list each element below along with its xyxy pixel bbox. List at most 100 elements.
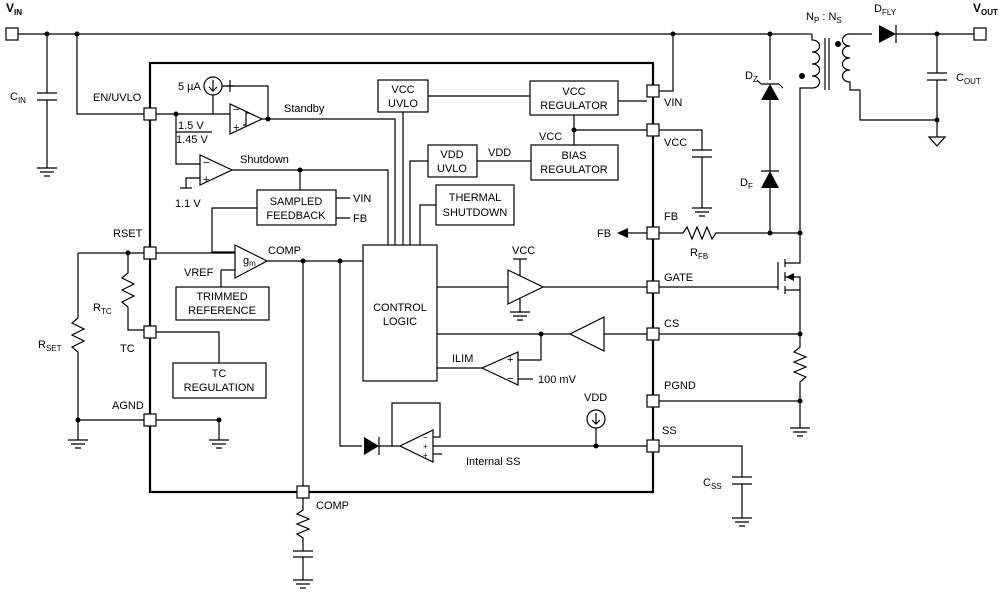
svg-text:VCC: VCC xyxy=(664,137,687,149)
svg-text:DFLY: DFLY xyxy=(874,3,897,17)
svg-text:CSS: CSS xyxy=(703,477,722,491)
svg-text:EN/UVLO: EN/UVLO xyxy=(93,92,142,104)
svg-text:+: + xyxy=(507,354,513,366)
svg-text:REFERENCE: REFERENCE xyxy=(188,305,256,317)
svg-text:RTC: RTC xyxy=(93,302,112,316)
svg-text:SS: SS xyxy=(662,425,677,437)
power-mosfet xyxy=(777,233,801,334)
vdd-uvlo-block: VDD UVLO VDD xyxy=(409,144,531,245)
vout-terminal: VOUT xyxy=(973,1,998,41)
svg-text:VDD: VDD xyxy=(584,392,607,404)
svg-text:TC: TC xyxy=(120,343,135,355)
cs-pin: CS xyxy=(646,318,679,341)
gate-pin: GATE xyxy=(646,272,693,294)
svg-text:COUT: COUT xyxy=(956,72,981,86)
svg-text:CS: CS xyxy=(664,318,679,330)
vcc-regulator-block: VCC REGULATOR xyxy=(529,80,647,130)
svg-text:gm: gm xyxy=(243,255,256,268)
svg-text:VIN: VIN xyxy=(353,193,371,205)
gm-amplifier: gm VREF COMP xyxy=(184,244,363,287)
svg-text:VCC: VCC xyxy=(512,245,535,257)
svg-text:VIN: VIN xyxy=(6,1,22,17)
svg-text:RFB: RFB xyxy=(690,247,708,261)
ss-diode xyxy=(364,437,400,455)
svg-text:NP : NS: NP : NS xyxy=(806,11,842,25)
secondary-ground-icon xyxy=(927,120,947,147)
svg-text:5 µA: 5 µA xyxy=(178,81,202,93)
comp-network xyxy=(293,498,313,589)
en-uvlo-pin: EN/UVLO xyxy=(93,92,157,121)
svg-text:RSET: RSET xyxy=(38,339,62,353)
cout-capacitor: COUT xyxy=(927,34,981,120)
svg-text:VOUT: VOUT xyxy=(973,1,998,17)
fb-external-label: FB xyxy=(597,228,611,240)
trimmed-reference-block: TRIMMED REFERENCE xyxy=(175,286,270,321)
svg-text:REGULATION: REGULATION xyxy=(184,382,255,394)
comp-pin: COMP xyxy=(296,485,349,512)
svg-text:UVLO: UVLO xyxy=(437,163,467,175)
svg-text:VCC: VCC xyxy=(562,86,585,98)
standby-thresholds: 1.5 V 1.45 V xyxy=(176,120,212,146)
svg-text:FEEDBACK: FEEDBACK xyxy=(266,210,326,222)
cs-sense-resistor xyxy=(790,334,810,437)
vcc-pin: VCC xyxy=(646,123,687,149)
svg-text:100 mV: 100 mV xyxy=(538,374,577,386)
svg-text:Internal SS: Internal SS xyxy=(466,456,520,468)
svg-text:+: + xyxy=(233,122,239,134)
shutdown-comparator: − + 1.1 V Shutdown xyxy=(175,154,389,245)
svg-text:1.45 V: 1.45 V xyxy=(176,134,208,146)
input-capacitor: CIN xyxy=(10,34,57,177)
control-logic-block: CONTROL LOGIC xyxy=(362,244,438,382)
svg-text:Shutdown: Shutdown xyxy=(240,154,289,166)
svg-text:RSET: RSET xyxy=(113,228,143,240)
svg-text:TC: TC xyxy=(212,368,227,380)
svg-text:GATE: GATE xyxy=(664,272,693,284)
cs-buffer xyxy=(437,316,647,352)
svg-text:SAMPLED: SAMPLED xyxy=(270,196,323,208)
svg-text:SHUTDOWN: SHUTDOWN xyxy=(443,207,508,219)
svg-text:VCC: VCC xyxy=(391,84,414,96)
pgnd-pin: PGND xyxy=(646,380,696,408)
fb-pin: FB xyxy=(646,211,678,240)
vin-terminal: VIN xyxy=(5,1,22,41)
svg-text:1.5 V: 1.5 V xyxy=(178,120,204,132)
rtc-resistor: RTC xyxy=(93,253,144,331)
svg-text:REGULATOR: REGULATOR xyxy=(540,100,607,112)
df-diode: DF xyxy=(740,170,779,233)
tc-regulation-block: TC REGULATION xyxy=(172,362,267,399)
dfly-diode: DFLY xyxy=(874,3,897,43)
gate-driver: VCC xyxy=(437,245,647,321)
svg-text:+: + xyxy=(423,451,428,460)
bias-regulator-block: BIAS REGULATOR xyxy=(530,144,619,181)
flyback-transformer: NP : NS xyxy=(799,11,872,233)
svg-text:PGND: PGND xyxy=(664,380,696,392)
svg-text:+: + xyxy=(203,174,209,186)
svg-text:CONTROL: CONTROL xyxy=(373,302,427,314)
sampled-feedback-block: SAMPLED FEEDBACK VIN FB xyxy=(211,189,371,253)
svg-text:COMP: COMP xyxy=(316,500,349,512)
svg-text:REGULATOR: REGULATOR xyxy=(540,164,607,176)
en-uvlo-wire xyxy=(76,34,144,115)
svg-text:AGND: AGND xyxy=(112,400,144,412)
vdd-current-source: VDD xyxy=(584,392,607,446)
svg-text:LOGIC: LOGIC xyxy=(383,316,417,328)
svg-text:ILIM: ILIM xyxy=(452,353,473,365)
svg-text:−: − xyxy=(507,373,513,385)
svg-text:CIN: CIN xyxy=(10,91,26,105)
ic-outline xyxy=(148,61,655,494)
agnd-pin: AGND xyxy=(112,400,157,427)
dz-diode: DZ xyxy=(745,70,784,171)
rset-resistor: RSET xyxy=(38,253,144,421)
svg-text:−: − xyxy=(233,104,239,116)
ilim-comparator: + − 100 mV ILIM xyxy=(437,334,577,386)
standby-comparator: − + Standby xyxy=(229,85,396,245)
svg-text:VREF: VREF xyxy=(184,267,214,279)
svg-text:BIAS: BIAS xyxy=(561,150,586,162)
svg-text:Standby: Standby xyxy=(284,103,325,115)
svg-text:THERMAL: THERMAL xyxy=(449,192,502,204)
vin-pin: VIN xyxy=(646,84,682,109)
svg-text:COMP: COMP xyxy=(268,245,301,257)
svg-text:VIN: VIN xyxy=(664,97,682,109)
svg-text:−: − xyxy=(203,157,209,169)
